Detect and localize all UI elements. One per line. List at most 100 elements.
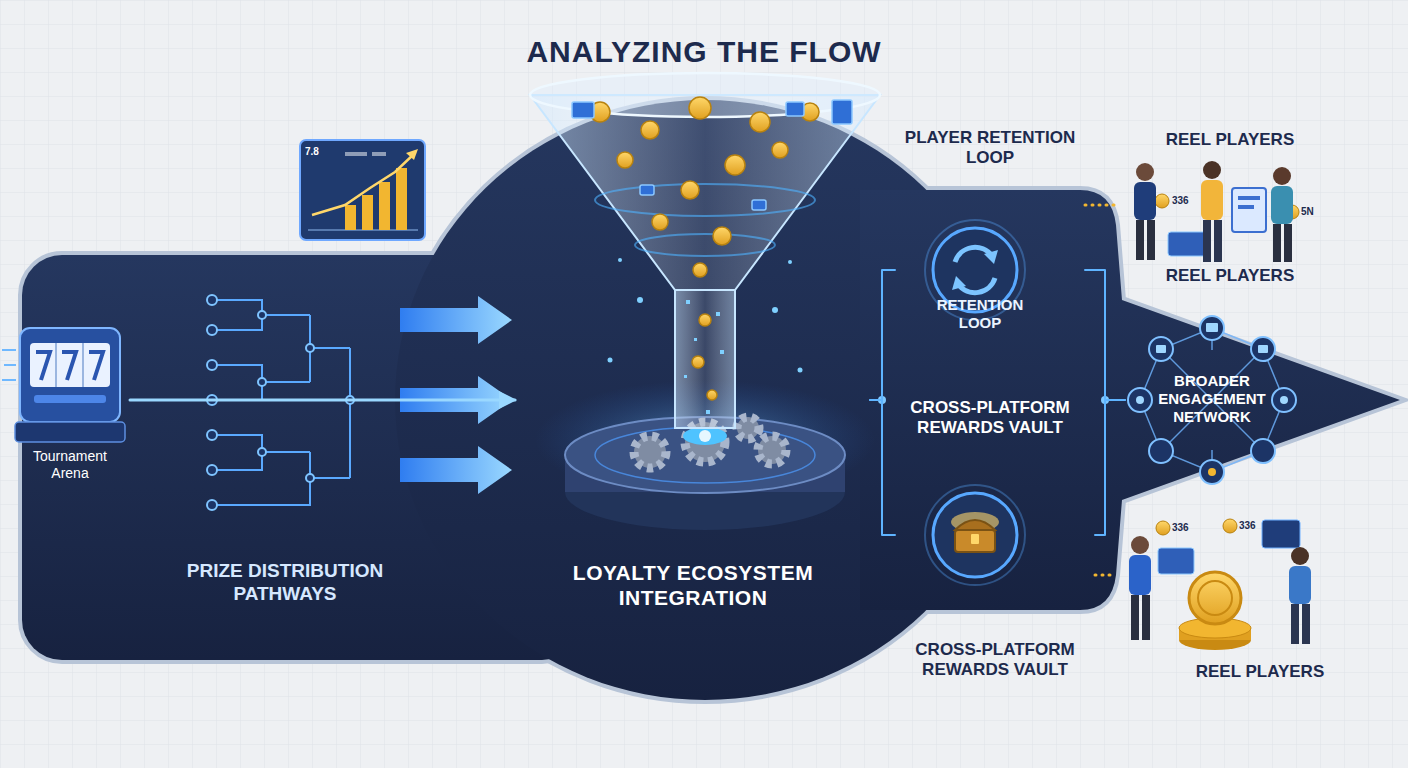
slot-machine-part — [2, 379, 16, 381]
reel-players-top-part — [1136, 163, 1154, 181]
growth-chart-part — [372, 152, 386, 156]
node-text: BROADER ENGAGEMENT NETWORK — [1152, 372, 1272, 426]
distribution-tree-part — [310, 348, 385, 478]
reel-players-bottom-part — [1129, 555, 1151, 595]
funnel-coins-part — [750, 112, 770, 132]
flow-node: CROSS-PLATFORM REWARDS VAULT — [895, 490, 1095, 695]
reel-players-top-part — [1273, 224, 1281, 262]
tree-dots-part — [207, 465, 217, 475]
reel-players-top-part — [1201, 180, 1223, 220]
flow-arrows — [400, 296, 512, 494]
connector — [870, 270, 895, 400]
tree-dots-part — [306, 344, 314, 352]
funnel-core-part — [683, 427, 727, 445]
funnel-coins-part — [713, 227, 731, 245]
funnel-core-part — [699, 430, 711, 442]
slot-machine-part — [55, 343, 57, 387]
flow-arrows-part — [400, 296, 512, 344]
reel-players-bottom-part — [1289, 566, 1311, 604]
reel-players-bottom-part — [1291, 547, 1309, 565]
growth-chart-part — [406, 149, 418, 160]
tree-dots-part — [306, 474, 314, 482]
connector — [870, 400, 895, 535]
node-text: CROSS-PLATFORM REWARDS VAULT — [900, 640, 1090, 681]
slot-machine-part — [15, 422, 125, 442]
funnel-particles-part — [788, 260, 792, 264]
funnel-particles-part — [798, 368, 803, 373]
retention-circle-part — [952, 276, 966, 290]
network-icons-part — [1258, 345, 1268, 353]
network-nodes-part — [1128, 388, 1152, 412]
slot-machine-part — [82, 343, 84, 387]
funnel-particles-part — [608, 358, 613, 363]
funnel-glass-part — [635, 234, 775, 256]
flow-node: BROADER ENGAGEMENT NETWORK — [1125, 330, 1300, 470]
distribution-tree-part — [212, 435, 310, 470]
funnel-cards-part — [572, 102, 594, 118]
vault-circle — [925, 485, 1025, 585]
funnel-core — [683, 427, 727, 445]
slot-machine-part — [4, 364, 16, 366]
slot-machine-part — [34, 395, 106, 403]
funnel-coins-part — [689, 97, 711, 119]
flow-node: PLAYER RETENTION LOOP RETENTION LOOP — [895, 125, 1085, 340]
reel-players-bottom — [1129, 519, 1311, 650]
reel-players-top-part — [1203, 161, 1221, 179]
funnel-cards-part — [832, 100, 852, 124]
growth-chart-part — [345, 205, 356, 230]
network-icons-part — [1280, 396, 1288, 404]
funnel-coins-part — [652, 214, 668, 230]
funnel-particles-part — [716, 312, 720, 316]
network-nodes-part — [1251, 439, 1275, 463]
funnel-coins-part — [641, 121, 659, 139]
reel-players-top-part — [1155, 194, 1169, 208]
reel-players-top-part — [1273, 167, 1291, 185]
slot-machine-part — [89, 352, 103, 380]
reel-players-bottom-part — [1131, 536, 1149, 554]
gears-part — [737, 417, 759, 439]
network-icons-part — [1206, 323, 1218, 332]
slot-machine-part — [20, 328, 120, 422]
growth-chart — [300, 140, 425, 240]
reel-players-top-part — [1232, 188, 1266, 232]
node-text: LOYALTY ECOSYSTEM INTEGRATION — [562, 560, 824, 610]
flow-node: LOYALTY ECOSYSTEM INTEGRATION — [515, 60, 870, 630]
network-lines — [1140, 328, 1284, 472]
node-text: RETENTION LOOP — [925, 296, 1035, 332]
funnel-coins-part — [699, 314, 711, 326]
distribution-tree-part — [212, 452, 310, 505]
reel-players-top-part — [1136, 220, 1144, 260]
node-text: PLAYER RETENTION LOOP — [900, 128, 1080, 169]
funnel-particles-part — [637, 297, 643, 303]
growth-chart-part — [396, 168, 407, 230]
flow-node: REEL PLAYERS — [1115, 495, 1340, 690]
node-text: REEL PLAYERS — [1190, 662, 1330, 682]
tree-dots-part — [207, 430, 217, 440]
flow-node: Tournament Arena — [10, 315, 130, 485]
funnel-coins — [590, 97, 819, 400]
network-icons — [1136, 323, 1288, 476]
funnel-glass-part — [595, 184, 815, 216]
tree-dots-part — [258, 311, 266, 319]
network-icons-part — [1156, 345, 1166, 353]
connector — [1085, 204, 1120, 207]
funnel-coins-part — [725, 155, 745, 175]
vault-circle-part — [971, 534, 979, 544]
gears-part — [634, 436, 666, 468]
funnel-coins-part — [772, 142, 788, 158]
tree-dots-part — [258, 378, 266, 386]
tree-dots-part — [207, 360, 217, 370]
network-nodes-part — [1149, 439, 1173, 463]
label-text: 336 — [1239, 520, 1275, 532]
funnel-particles-part — [772, 307, 778, 313]
distribution-tree — [212, 300, 385, 505]
tree-dots-part — [258, 448, 266, 456]
funnel-glass-part — [530, 95, 880, 290]
reel-players-bottom-part — [1302, 604, 1310, 644]
reel-players-top-part — [1203, 220, 1211, 262]
funnel-glass — [530, 73, 880, 428]
reel-players-top-part — [1168, 232, 1208, 256]
